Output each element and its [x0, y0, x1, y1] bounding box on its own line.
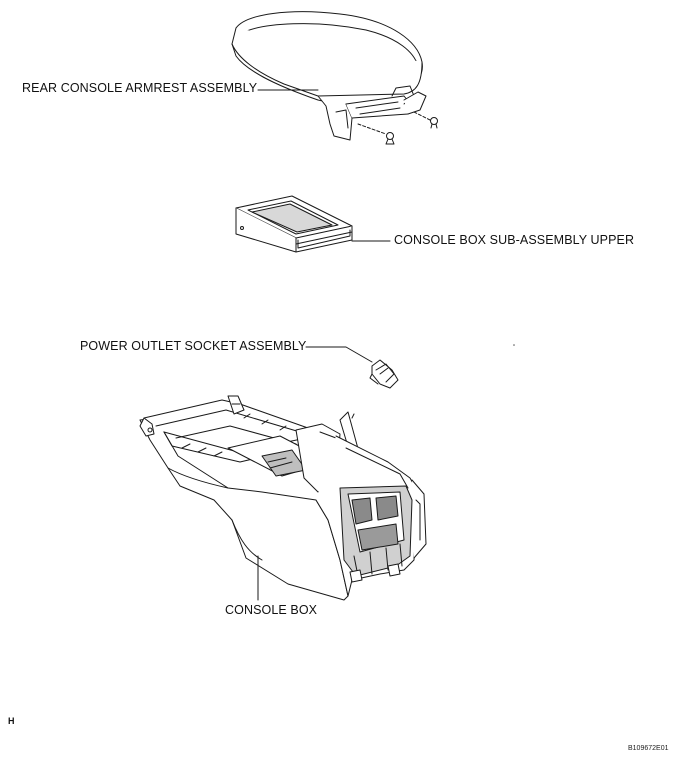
label-rear-console-armrest: REAR CONSOLE ARMREST ASSEMBLY: [22, 81, 258, 95]
power-outlet-leader-line: [305, 346, 373, 363]
power-outlet-drawing: [369, 359, 399, 389]
label-console-box-upper: CONSOLE BOX SUB-ASSEMBLY UPPER: [394, 233, 635, 247]
armrest-assembly-drawing: [231, 11, 438, 145]
label-power-outlet-socket: POWER OUTLET SOCKET ASSEMBLY: [80, 339, 307, 353]
console-box-upper-drawing: [235, 195, 353, 253]
stray-mark: [513, 344, 515, 346]
corner-mark: H: [8, 716, 15, 726]
label-console-box: CONSOLE BOX: [225, 603, 318, 617]
figure-code: B109672E01: [628, 745, 669, 752]
console-box-drawing: [139, 395, 427, 601]
